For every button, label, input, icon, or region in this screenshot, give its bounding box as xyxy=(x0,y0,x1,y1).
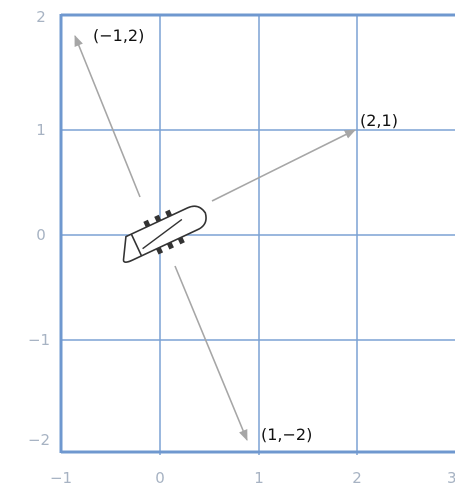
ship-icon xyxy=(122,205,207,263)
x-tick-labels: −1 0 1 2 3 xyxy=(50,469,455,487)
y-tick-labels: 2 1 0 −1 −2 xyxy=(28,8,50,449)
grid xyxy=(60,14,455,455)
vector-labels: (−1,2) (2,1) (1,−2) xyxy=(93,26,398,444)
vector-label-1-neg2: (1,−2) xyxy=(261,425,312,444)
y-tick-label-neg2: −2 xyxy=(28,431,50,449)
vector-label-neg1-2: (−1,2) xyxy=(93,26,144,45)
y-tick-label-2: 2 xyxy=(36,8,46,26)
y-tick-label-0: 0 xyxy=(36,226,46,244)
plot-frame xyxy=(59,13,455,454)
vector-arrow-1-neg2 xyxy=(174,265,248,442)
vector-label-2-1: (2,1) xyxy=(360,111,398,130)
vector-arrow-2-1 xyxy=(211,129,357,202)
y-tick-label-1: 1 xyxy=(36,121,46,139)
x-tick-label-1: 1 xyxy=(254,469,264,487)
x-tick-label-3: 3 xyxy=(447,469,455,487)
vector-arrow-neg1-2 xyxy=(74,34,141,198)
x-tick-label-2: 2 xyxy=(352,469,362,487)
y-tick-label-neg1: −1 xyxy=(28,331,50,349)
vectors xyxy=(74,34,357,442)
x-tick-label-0: 0 xyxy=(155,469,165,487)
x-tick-label-neg1: −1 xyxy=(50,469,72,487)
